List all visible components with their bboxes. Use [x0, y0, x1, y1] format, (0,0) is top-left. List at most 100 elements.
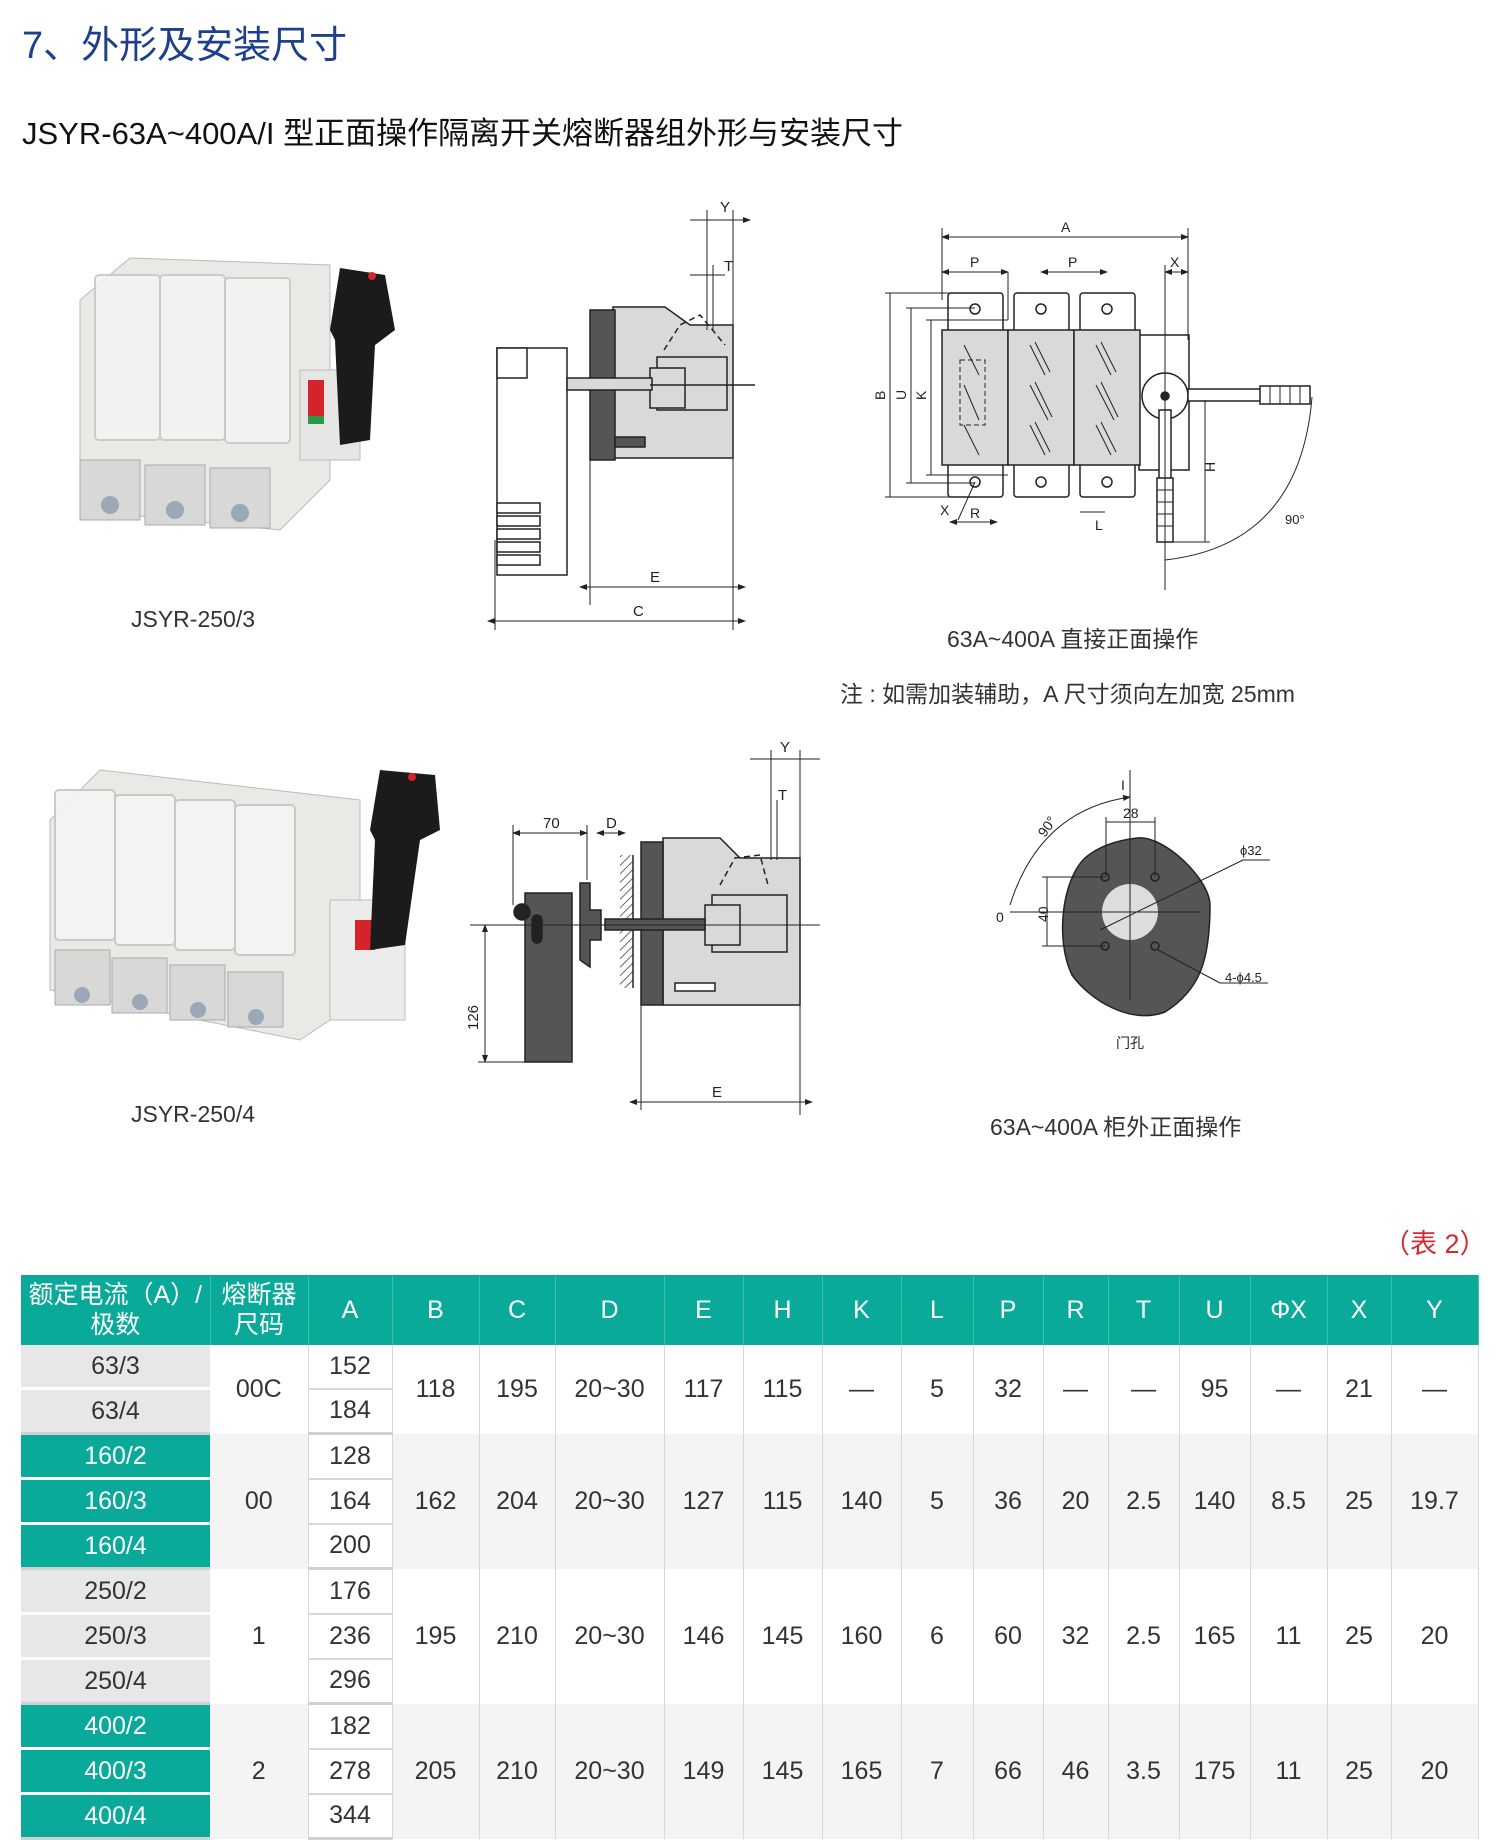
dimension-value-cell: — [1043, 1345, 1109, 1434]
dimension-value-cell: 2.5 [1108, 1433, 1180, 1569]
dimension-value-cell: 60 [973, 1568, 1044, 1704]
dimension-value-cell: 5 [901, 1433, 974, 1569]
dim-label-t: T [724, 258, 733, 275]
dimension-value-cell: 46 [1043, 1703, 1109, 1839]
column-header: D [555, 1275, 665, 1345]
dim-a-cell: 176 [308, 1568, 393, 1615]
dim-label-c: C [633, 603, 644, 620]
dimension-value-cell: — [822, 1345, 902, 1434]
label-on-position: I [1121, 777, 1125, 793]
dimension-value-cell: 162 [392, 1433, 480, 1569]
diagram1-note: 注 : 如需加装辅助，A 尺寸须向左加宽 25mm [840, 681, 1295, 707]
dim-label-e: E [712, 1084, 722, 1101]
dimension-value-cell: 140 [1179, 1433, 1251, 1569]
table-row: 250/4 296 [21, 1658, 1478, 1705]
door-hole-label: 门孔 [1116, 1035, 1144, 1051]
dim-a-cell: 296 [308, 1658, 393, 1705]
dim-label-phi32: ϕ32 [1240, 843, 1262, 858]
dimension-value-cell: 2.5 [1108, 1568, 1180, 1704]
rated-current-cell: 250/2 [21, 1568, 210, 1615]
dimension-value-cell: 210 [479, 1703, 556, 1839]
dimension-value-cell: 6 [901, 1568, 974, 1704]
dimension-value-cell: 32 [1043, 1568, 1109, 1704]
dim-label-y: Y [720, 199, 730, 216]
product-photo-4pole [49, 769, 440, 1041]
rated-current-cell: 63/4 [21, 1388, 210, 1435]
dimension-value-cell: 117 [664, 1345, 744, 1434]
column-header: K [822, 1275, 902, 1345]
column-header: X [1327, 1275, 1392, 1345]
dim-a-cell: 344 [308, 1793, 393, 1840]
dimension-value-cell: 20 [1391, 1568, 1479, 1704]
dimension-value-cell: 25 [1327, 1568, 1392, 1704]
column-header: E [664, 1275, 744, 1345]
dimension-value-cell: — [1391, 1345, 1479, 1434]
dim-label-x: X [940, 502, 950, 518]
dim-label-k: K [913, 390, 929, 400]
dim-a-cell: 200 [308, 1523, 393, 1570]
dimension-value-cell: 8.5 [1250, 1433, 1328, 1569]
dim-label-u: U [893, 390, 909, 400]
rated-current-cell: 400/4 [21, 1793, 210, 1840]
column-header: H [743, 1275, 823, 1345]
drawings: Y T E C [49, 199, 1313, 1115]
dimension-value-cell: — [1108, 1345, 1180, 1434]
page-subtitle: JSYR-63A~400A/I 型正面操作隔离开关熔断器组外形与安装尺寸 [22, 116, 904, 151]
dim-label-126: 126 [465, 1005, 482, 1030]
dimension-value-cell: 36 [973, 1433, 1044, 1569]
product-photo-3pole [79, 257, 395, 531]
dim-a-cell: 182 [308, 1703, 393, 1750]
side-view-diagram-direct: Y T E C [487, 199, 755, 630]
dim-label-e: E [650, 569, 660, 586]
dimension-value-cell: 195 [479, 1345, 556, 1434]
dim-label-p: P [970, 254, 979, 270]
dimension-value-cell: 146 [664, 1568, 744, 1704]
dim-label-t: T [778, 787, 787, 804]
dim-a-cell: 152 [308, 1345, 393, 1390]
dimension-value-cell: 140 [822, 1433, 902, 1569]
dim-label-p: P [1068, 254, 1077, 270]
angle-label: 90° [1034, 813, 1059, 840]
dimension-value-cell: 11 [1250, 1703, 1328, 1839]
dimension-value-cell: 165 [822, 1703, 902, 1839]
dimension-value-cell: 21 [1327, 1345, 1392, 1434]
dimension-value-cell: 145 [743, 1703, 823, 1839]
dim-a-cell: 184 [308, 1388, 393, 1435]
fuse-size-cell: 00C [210, 1345, 309, 1434]
dim-a-cell: 128 [308, 1433, 393, 1480]
dimension-value-cell: 165 [1179, 1568, 1251, 1704]
dimension-value-cell: 7 [901, 1703, 974, 1839]
rated-current-cell: 160/3 [21, 1478, 210, 1525]
column-header: T [1108, 1275, 1180, 1345]
dimension-value-cell: 204 [479, 1433, 556, 1569]
dimension-value-cell: 115 [743, 1433, 823, 1569]
column-header: Y [1391, 1275, 1479, 1345]
column-header: 额定电流（A）/极数 [21, 1275, 211, 1345]
table-row: 63/4 184 [21, 1388, 1478, 1435]
dimension-value-cell: 20 [1043, 1433, 1109, 1569]
column-header: ΦX [1250, 1275, 1328, 1345]
dim-label-28: 28 [1123, 805, 1139, 821]
dimension-value-cell: 160 [822, 1568, 902, 1704]
column-header: L [901, 1275, 974, 1345]
dimension-value-cell: 5 [901, 1345, 974, 1434]
front-view-diagram-direct: A P P X B U K X R L H 90° [872, 219, 1313, 590]
rated-current-cell: 250/4 [21, 1658, 210, 1705]
dimension-value-cell: — [1250, 1345, 1328, 1434]
dimension-value-cell: 25 [1327, 1433, 1392, 1569]
dimension-value-cell: 195 [392, 1568, 480, 1704]
dim-label-y: Y [780, 739, 790, 756]
dim-label-h: H [1202, 462, 1218, 472]
column-header: C [479, 1275, 556, 1345]
column-header: A [308, 1275, 393, 1345]
dimension-value-cell: 20~30 [555, 1568, 665, 1704]
column-header: P [973, 1275, 1044, 1345]
dimension-value-cell: 127 [664, 1433, 744, 1569]
column-header: U [1179, 1275, 1251, 1345]
dimension-value-cell: 66 [973, 1703, 1044, 1839]
dimension-value-cell: 19.7 [1391, 1433, 1479, 1569]
dimension-value-cell: 175 [1179, 1703, 1251, 1839]
